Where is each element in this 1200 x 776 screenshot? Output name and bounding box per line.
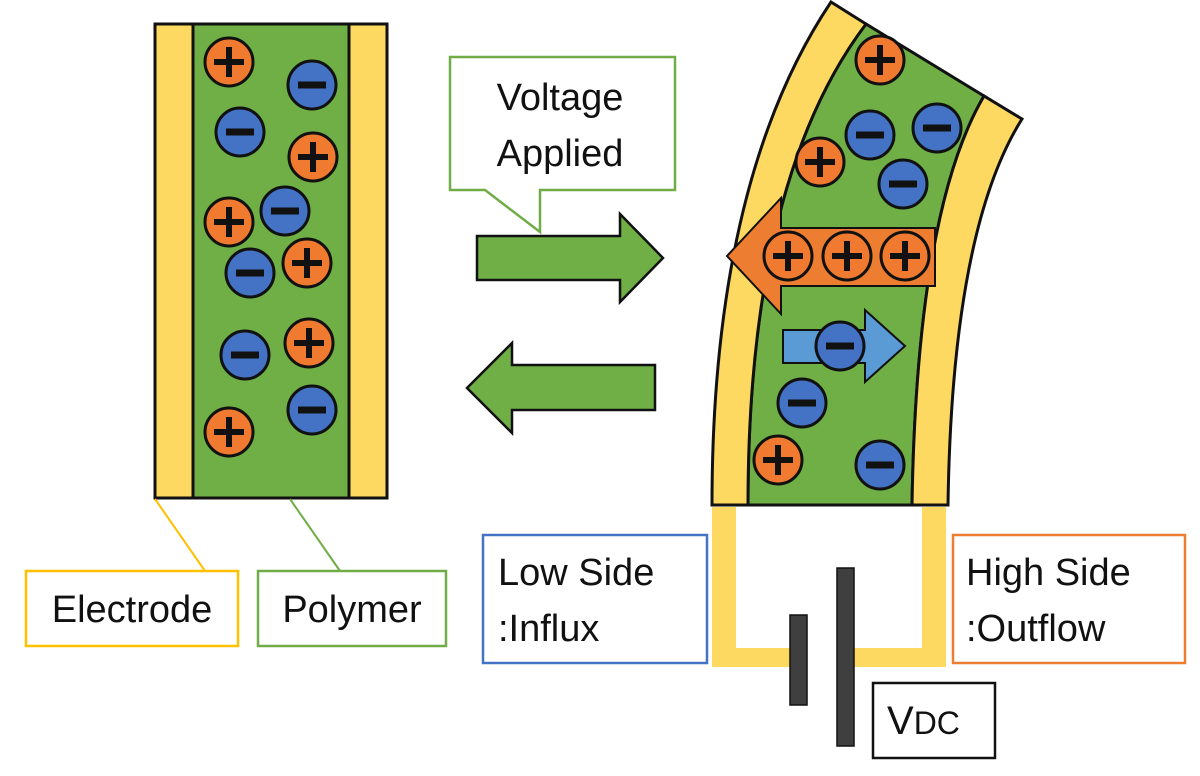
anion-icon [844, 109, 896, 161]
svg-text:VDC: VDC [887, 699, 960, 743]
high-side-text-line2: :Outflow [966, 608, 1106, 650]
cation-icon [283, 317, 335, 369]
high-side-text-line1: High Side [966, 552, 1131, 594]
cation-icon [281, 237, 333, 289]
anion-icon [814, 320, 866, 372]
high-side-label: High Side :Outflow [951, 533, 1187, 665]
cation-icon [762, 230, 814, 282]
electrode-label: Electrode [24, 498, 240, 648]
left-electrode [153, 22, 195, 500]
cation-icon [752, 434, 804, 486]
bent-actuator [710, 0, 1025, 507]
anion-icon [214, 106, 266, 158]
battery-icon [789, 567, 855, 747]
low-side-text-line2: :Influx [498, 608, 599, 650]
anion-icon [219, 329, 271, 381]
voltage-callout: Voltage Applied [448, 55, 677, 235]
vdc-main-text: V [887, 699, 914, 743]
right-electrode [347, 22, 389, 500]
anion-icon [877, 158, 929, 210]
low-side-label: Low Side :Influx [481, 533, 709, 665]
anion-icon [286, 384, 338, 436]
reverse-arrow-icon [465, 339, 657, 437]
straight-actuator [153, 22, 389, 500]
cation-icon [203, 196, 255, 248]
anion-icon [224, 247, 276, 299]
low-side-text-line1: Low Side [498, 552, 654, 594]
electrode-text: Electrode [52, 589, 213, 631]
vdc-label: VDC [871, 681, 997, 760]
polymer-label: Polymer [256, 498, 448, 648]
polymer-text: Polymer [282, 589, 422, 631]
cation-icon [203, 406, 255, 458]
forward-arrow-icon [475, 210, 665, 306]
voltage-text-line1: Voltage [497, 77, 624, 119]
cation-icon [287, 131, 339, 183]
right-electrode [910, 93, 1025, 507]
cation-icon [794, 136, 846, 188]
anion-icon [259, 185, 311, 237]
anion-icon [911, 102, 963, 154]
left-electrode [710, 0, 869, 507]
anion-icon [854, 439, 906, 491]
anion-icon [776, 377, 828, 429]
cation-icon [821, 230, 873, 282]
cation-icon [879, 230, 931, 282]
vdc-sub-text: DC [914, 705, 960, 741]
cation-icon [203, 36, 255, 88]
cation-icon [854, 34, 906, 86]
circuit-wire [712, 507, 946, 667]
anion-icon [286, 59, 338, 111]
voltage-text-line2: Applied [497, 133, 624, 175]
